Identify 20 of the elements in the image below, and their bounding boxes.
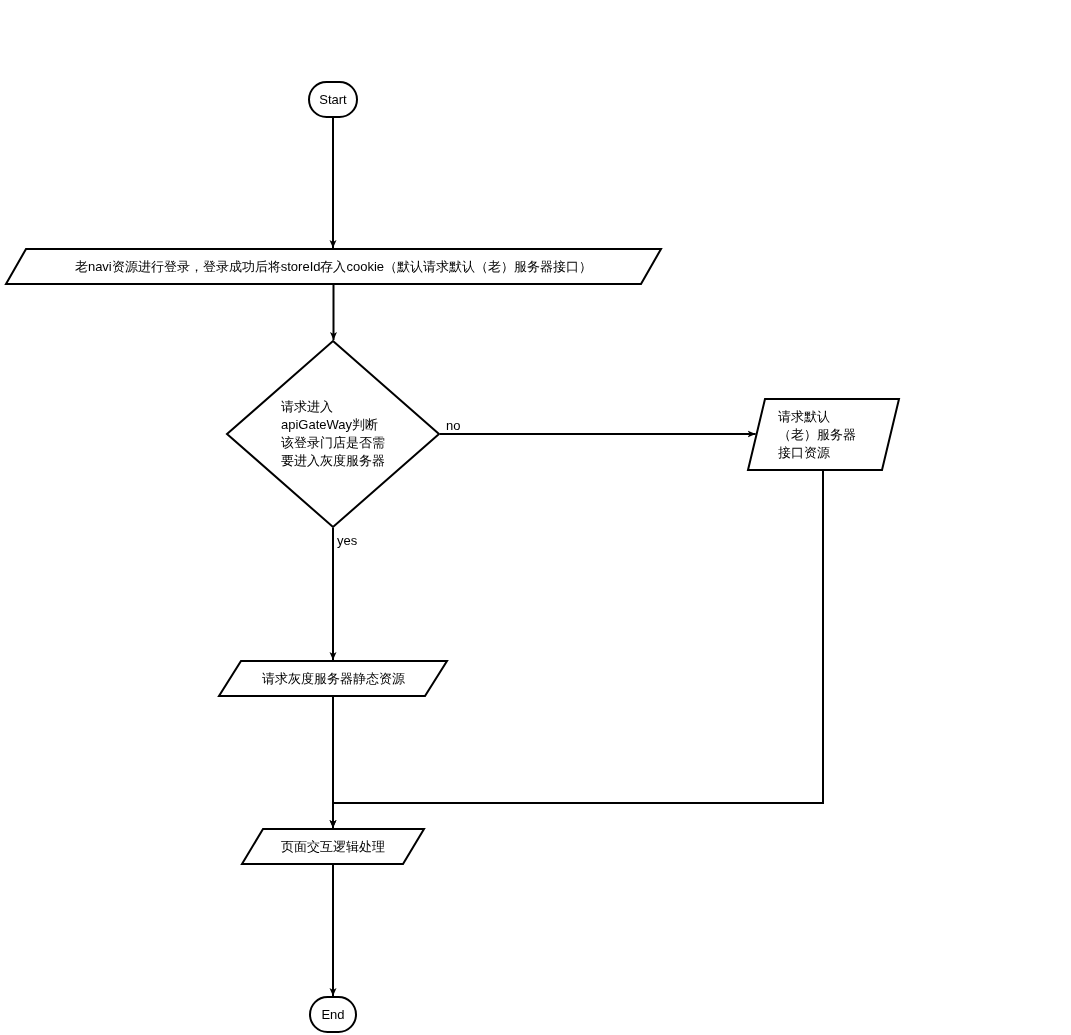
node-text: End	[321, 1005, 345, 1024]
node-text: 请求进入apiGateWay判断该登录门店是否需要进入灰度服务器	[281, 398, 385, 470]
node-text: 请求默认（老）服务器接口资源	[777, 407, 857, 462]
arrow	[329, 117, 337, 249]
node-text: 页面交互逻辑处理	[281, 837, 385, 856]
node-text: 老navi资源进行登录，登录成功后将storeId存入cookie（默认请求默认（老）服务器接口）	[74, 257, 593, 276]
io-parallelogram	[747, 398, 900, 471]
node-text: Start	[319, 90, 347, 109]
io-parallelogram	[241, 828, 425, 865]
arrow	[329, 864, 337, 997]
terminal-shape	[308, 81, 358, 118]
terminal-shape	[309, 996, 357, 1033]
node-text: 请求灰度服务器静态资源	[261, 669, 405, 688]
decision-diamond	[226, 340, 440, 528]
arrow	[329, 470, 824, 829]
io-parallelogram	[5, 248, 662, 285]
arrow	[330, 284, 337, 341]
io-parallelogram	[218, 660, 448, 697]
arrow	[439, 430, 757, 438]
arrow	[329, 527, 337, 661]
